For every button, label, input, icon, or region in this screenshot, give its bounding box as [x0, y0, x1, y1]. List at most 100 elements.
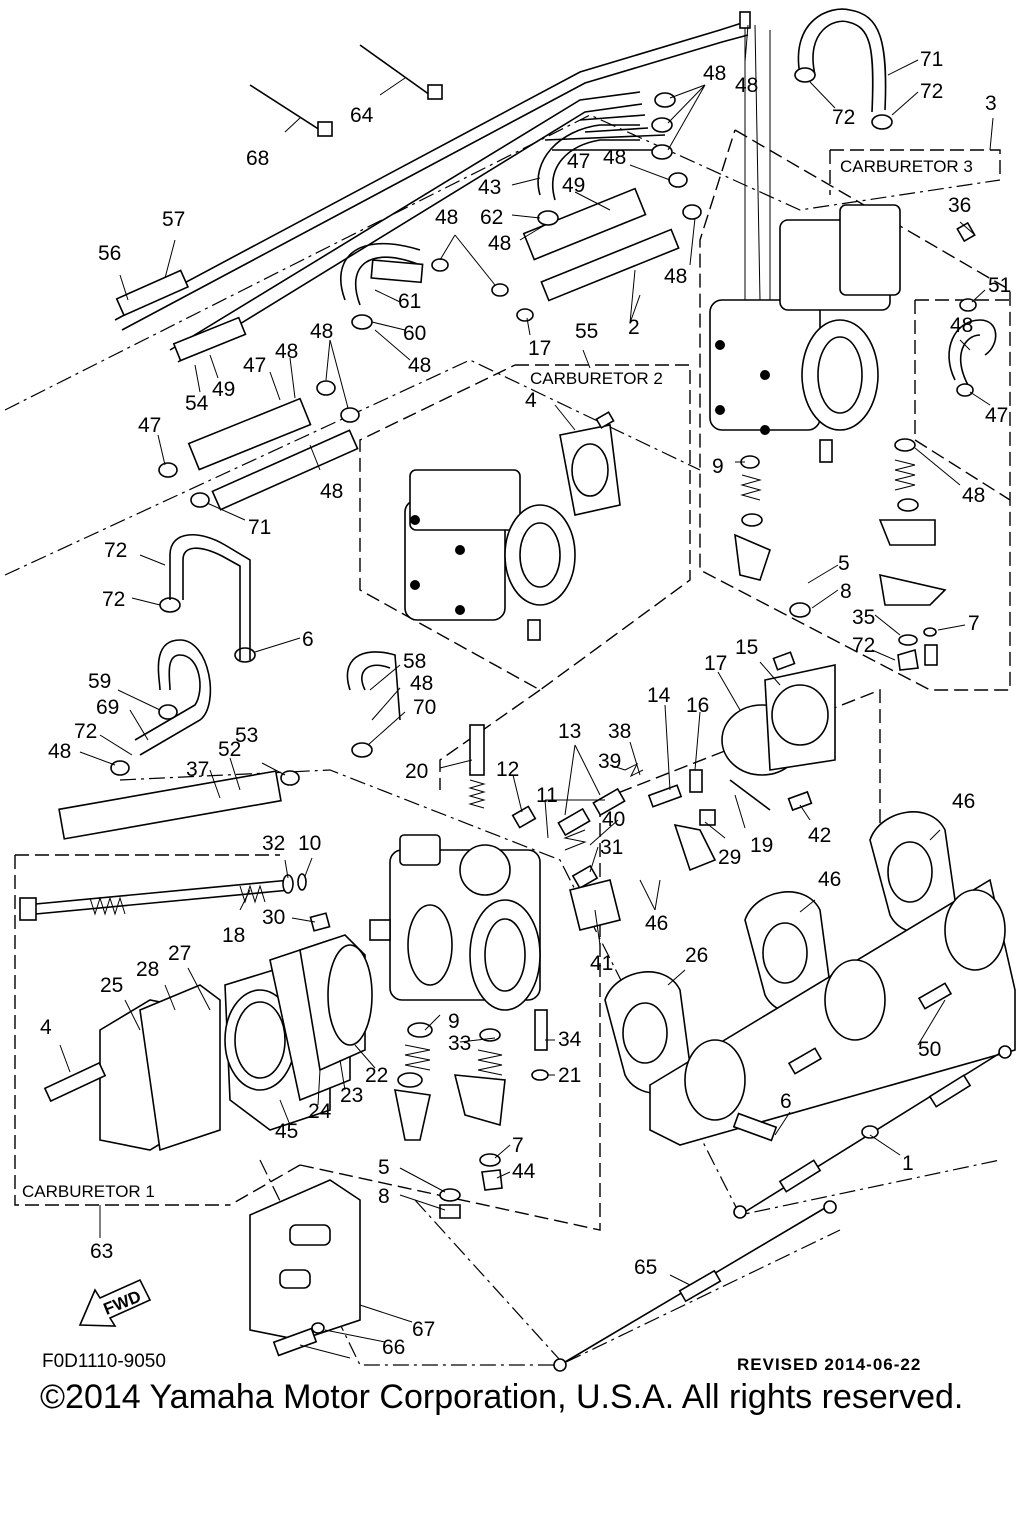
callout: 3	[985, 92, 997, 115]
callout: 65	[634, 1256, 657, 1279]
gaskets-and-manifold	[604, 811, 1016, 1146]
callout: 9	[712, 455, 724, 478]
callout: 49	[212, 378, 235, 401]
callout: 8	[378, 1185, 390, 1208]
callout: 25	[100, 974, 123, 997]
callout: 19	[750, 834, 773, 857]
callout: 2	[628, 316, 640, 339]
callout: 72	[832, 106, 855, 129]
callout: 4	[525, 389, 537, 412]
fwd-arrow: FWD	[78, 1278, 152, 1327]
callout: 48	[435, 206, 458, 229]
callout: 60	[403, 322, 426, 345]
callout: 17	[528, 337, 551, 360]
callout: 1	[902, 1152, 914, 1175]
hose-clamps	[110, 11, 977, 786]
callout: 32	[262, 832, 285, 855]
callout: 48	[48, 740, 71, 763]
callout: 49	[562, 174, 585, 197]
callout: 14	[647, 684, 671, 707]
callout: 10	[298, 832, 321, 855]
callout: 54	[185, 392, 209, 415]
callout: 72	[74, 720, 97, 743]
callout: 35	[852, 606, 875, 629]
callout: 44	[512, 1160, 536, 1183]
callout: 8	[840, 580, 852, 603]
callout: 46	[952, 790, 975, 813]
callout: 37	[186, 758, 209, 781]
callout: 69	[96, 696, 119, 719]
callout: 53	[235, 724, 258, 747]
callout: 20	[405, 760, 428, 783]
footer: F0D1110-9050 REVISED 2014-06-22 ©2014 Ya…	[40, 1351, 963, 1416]
callout: 48	[603, 146, 626, 169]
callout: 48	[410, 672, 433, 695]
callout: 48	[950, 314, 973, 337]
callout: 27	[168, 942, 191, 965]
callout: 7	[512, 1134, 524, 1157]
callout: 48	[703, 62, 726, 85]
callout: 47	[567, 150, 590, 173]
callout: 50	[918, 1038, 941, 1061]
callout: 58	[403, 650, 426, 673]
callout: 12	[496, 758, 519, 781]
callout: 47	[985, 404, 1008, 427]
callout: 46	[645, 912, 668, 935]
callout: 63	[90, 1240, 113, 1263]
callout: 48	[310, 320, 333, 343]
callout: 6	[302, 628, 314, 651]
callout: 57	[162, 208, 185, 231]
group-labels: CARBURETOR 3 CARBURETOR 2 CARBURETOR 1	[22, 157, 973, 1201]
callout: 15	[735, 636, 758, 659]
fwd-label: FWD	[101, 1287, 144, 1319]
callout: 18	[222, 924, 245, 947]
callout: 9	[448, 1010, 460, 1033]
diagram-code: F0D1110-9050	[42, 1351, 166, 1372]
callout: 48	[735, 74, 758, 97]
callout: 48	[962, 484, 985, 507]
callout: 38	[608, 720, 631, 743]
callout: 24	[308, 1100, 332, 1123]
callout: 13	[558, 720, 581, 743]
callout: 61	[398, 290, 421, 313]
vent-tubes	[114, 8, 997, 511]
carburetor-2-body	[404, 411, 621, 641]
callout: 71	[920, 48, 943, 71]
callout: 42	[808, 824, 831, 847]
assembly-boundaries	[4, 114, 1011, 1366]
callout: 33	[448, 1032, 471, 1055]
callout: 29	[718, 846, 741, 869]
linkage-rods	[553, 1045, 1012, 1372]
callout: 40	[602, 808, 625, 831]
revision-date: REVISED 2014-06-22	[737, 1355, 921, 1374]
bracket	[249, 1179, 361, 1357]
callout: 64	[350, 104, 374, 127]
hoses-left	[58, 534, 401, 840]
callout: 47	[138, 414, 161, 437]
callout: 11	[536, 784, 558, 807]
callout: 22	[365, 1064, 388, 1087]
callout: 56	[98, 242, 121, 265]
callout: 21	[558, 1064, 581, 1087]
callout: 55	[575, 320, 598, 343]
callout: 7	[968, 612, 980, 635]
callout: 71	[248, 516, 271, 539]
carburetor-1-body	[19, 651, 836, 1219]
copyright-notice: ©2014 Yamaha Motor Corporation, U.S.A. A…	[40, 1378, 963, 1416]
callout: 70	[413, 696, 436, 719]
carburetor-3-label: CARBURETOR 3	[840, 157, 973, 176]
callout: 68	[246, 147, 269, 170]
carburetor-1-label: CARBURETOR 1	[22, 1182, 155, 1201]
callout-numbers: 71 72 48 48 72 3 68 64 47 48 43 62 48 49…	[40, 48, 1011, 1359]
callout: 48	[664, 265, 687, 288]
callout: 66	[382, 1336, 405, 1359]
callout: 48	[275, 340, 298, 363]
callout: 45	[275, 1120, 298, 1143]
callout: 23	[340, 1084, 363, 1107]
carburetor-3-body	[709, 204, 976, 671]
callout: 39	[598, 750, 621, 773]
callout: 51	[988, 274, 1011, 297]
callout: 43	[478, 176, 501, 199]
callout: 72	[920, 80, 943, 103]
callout: 4	[40, 1016, 52, 1039]
